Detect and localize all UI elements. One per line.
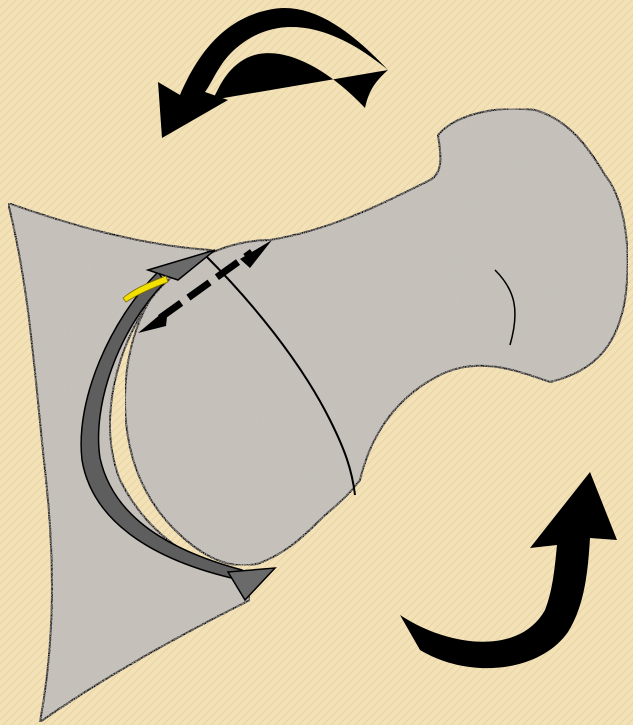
diagram-canvas [0,0,633,725]
hip-joint-diagram [0,0,633,725]
